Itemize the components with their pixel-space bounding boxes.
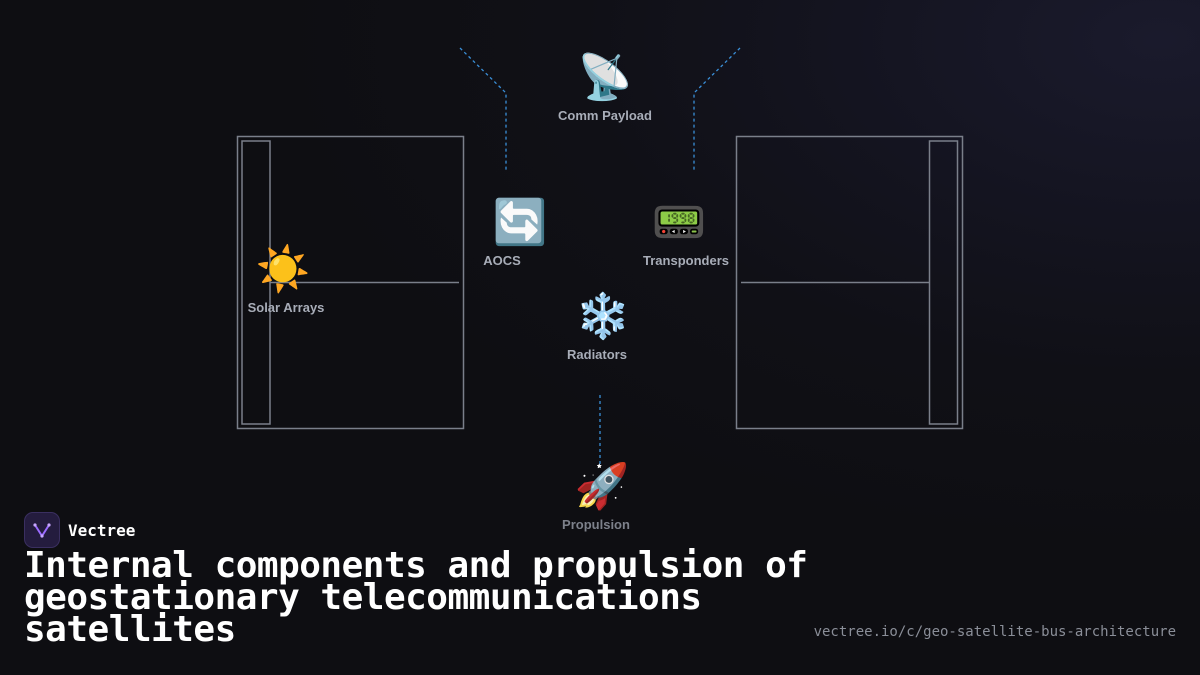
page-title: Internal components and propulsion of ge… [24, 545, 808, 650]
node-aocs: 🔄 AOCS [483, 197, 548, 268]
aocs-label: AOCS [483, 253, 521, 268]
left-solar-panel [236, 135, 465, 430]
satellite-dish-icon: 📡 [577, 53, 633, 102]
node-transponders: 📟 Transponders [636, 197, 729, 268]
solar-arrays-label: Solar Arrays [247, 300, 325, 315]
arrows-cycle-icon: 🔄 [492, 198, 548, 247]
snowflake-icon: ❄️ [575, 292, 631, 341]
propulsion-label: Propulsion [562, 517, 630, 532]
transponders-label: Transponders [643, 253, 729, 268]
source-url: vectree.io/c/geo-satellite-bus-architect… [813, 624, 1176, 640]
node-radiators: ❄️ Radiators [567, 291, 633, 362]
pager-icon: 📟 [651, 198, 707, 247]
brand: Vectree [24, 512, 135, 548]
comm-payload-label: Comm Payload [558, 108, 652, 123]
brand-name: Vectree [68, 520, 136, 540]
node-comm-payload: 📡 Comm Payload [558, 52, 652, 123]
antenna-dashed-lines [459, 47, 741, 465]
sun-icon: ☀️ [255, 245, 311, 294]
radiators-label: Radiators [567, 347, 627, 362]
vectree-logo-icon [24, 512, 60, 548]
node-solar-arrays: ☀️ Solar Arrays [245, 244, 325, 315]
right-solar-panel [735, 135, 964, 430]
node-propulsion: 🚀 Propulsion [562, 461, 636, 532]
rocket-icon: 🚀 [574, 462, 630, 511]
